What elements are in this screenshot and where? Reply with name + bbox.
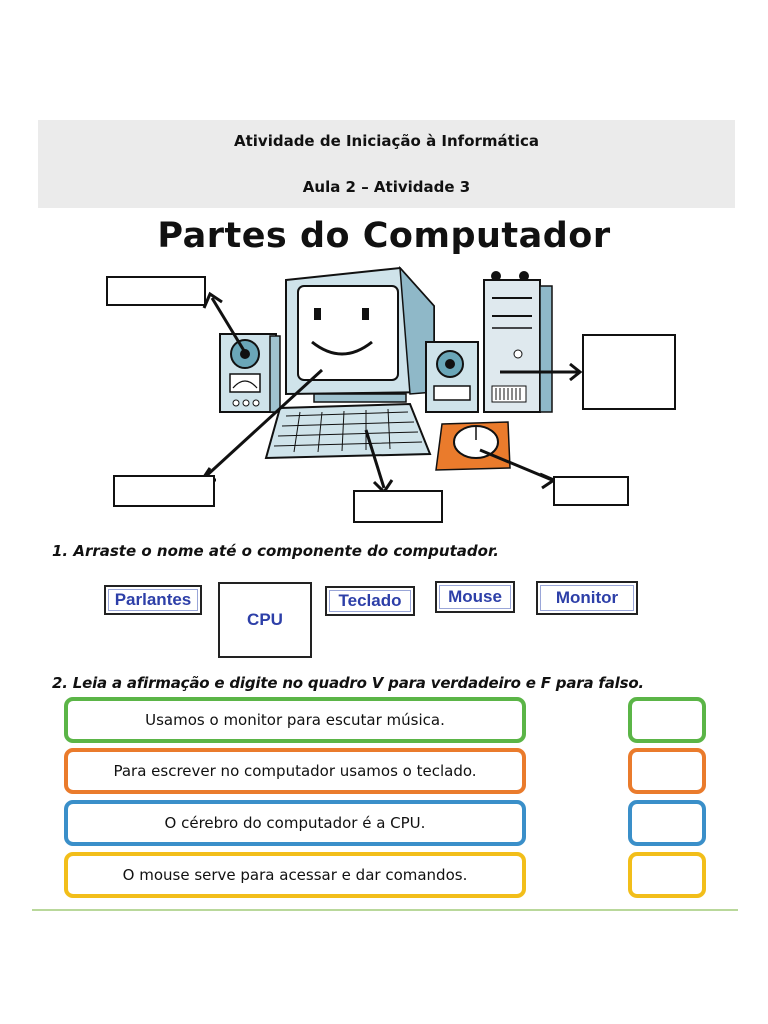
worksheet-header: Atividade de Iniciação à Informática Aul…	[38, 120, 735, 208]
arrow-lines	[199, 291, 583, 495]
statement-3: O cérebro do computador é a CPU.	[64, 800, 526, 846]
statement-1: Usamos o monitor para escutar música.	[64, 697, 526, 743]
word-card-mouse[interactable]: Mouse	[435, 581, 515, 613]
label-drop-box-monitor[interactable]	[113, 475, 215, 507]
monitor-icon	[285, 265, 435, 403]
computer-illustration	[199, 265, 583, 495]
word-card-cpu[interactable]: CPU	[218, 582, 312, 658]
word-card-parlantes[interactable]: Parlantes	[104, 585, 202, 615]
page-title: Partes do Computador	[157, 216, 611, 256]
question-2-instruction: 2. Leia a afirmação e digite no quadro V…	[52, 674, 644, 692]
label-drop-box-speaker[interactable]	[106, 276, 206, 306]
answer-box-1[interactable]	[628, 697, 706, 743]
question-1-instruction: 1. Arraste o nome até o componente do co…	[52, 542, 499, 560]
label-drop-box-mouse[interactable]	[553, 476, 629, 506]
footer-divider	[32, 909, 738, 911]
label-drop-box-cpu[interactable]	[582, 334, 676, 410]
keyboard-icon	[264, 402, 432, 460]
header-activity-title: Atividade de Iniciação à Informática	[234, 132, 539, 150]
statement-2: Para escrever no computador usamos o tec…	[64, 748, 526, 794]
word-card-monitor[interactable]: Monitor	[536, 581, 638, 615]
label-drop-box-keyboard[interactable]	[353, 490, 443, 523]
speaker-left-icon	[219, 333, 281, 413]
cpu-tower-icon	[483, 271, 553, 413]
statement-4: O mouse serve para acessar e dar comando…	[64, 852, 526, 898]
answer-box-4[interactable]	[628, 852, 706, 898]
word-card-teclado[interactable]: Teclado	[325, 586, 415, 616]
answer-box-2[interactable]	[628, 748, 706, 794]
mouse-icon	[435, 421, 511, 471]
speaker-right-icon	[425, 341, 479, 413]
answer-box-3[interactable]	[628, 800, 706, 846]
header-lesson-label: Aula 2 – Atividade 3	[302, 178, 471, 196]
